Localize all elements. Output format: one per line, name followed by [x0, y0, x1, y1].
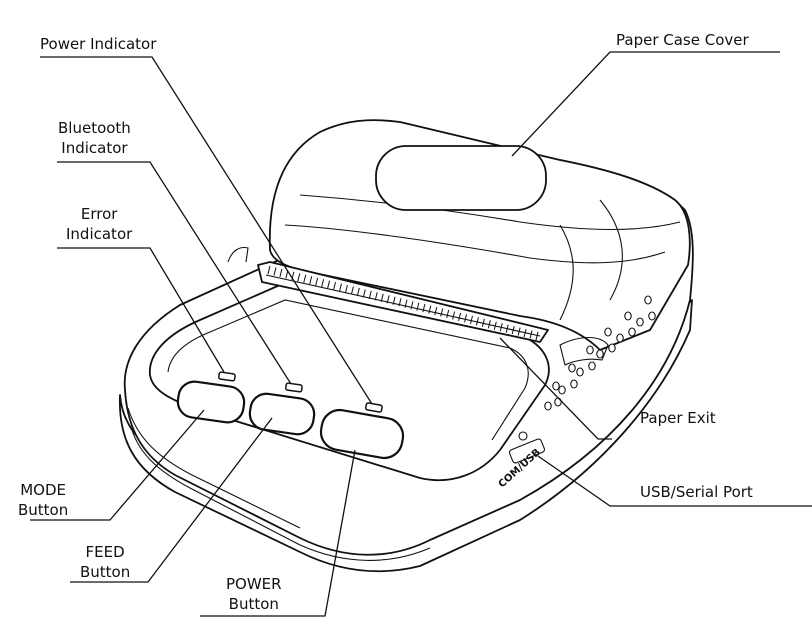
bluetooth-indicator-led [285, 382, 303, 393]
label-bluetooth-line-1: Bluetooth [58, 119, 131, 137]
vent-hole [586, 345, 594, 355]
slot-tooth [481, 318, 485, 327]
label-feed-button: FEED Button [80, 542, 130, 582]
slot-tooth [398, 298, 402, 307]
mode-button-shape[interactable] [176, 380, 246, 425]
side-vent-holes [544, 295, 656, 411]
label-mode-line-1: MODE [20, 481, 67, 499]
slot-tooth [350, 286, 354, 295]
slot-tooth [380, 293, 384, 302]
vent-hole [604, 327, 612, 337]
slot-tooth [428, 305, 432, 314]
label-power-line-2: Button [228, 595, 279, 613]
vent-hole [644, 295, 652, 305]
label-bluetooth-line-2: Indicator [61, 139, 128, 157]
vent-hole [576, 367, 584, 377]
slot-tooth [297, 273, 301, 282]
slot-tooth [273, 267, 277, 276]
slot-tooth [279, 268, 283, 278]
slot-tooth [470, 315, 473, 324]
slot-tooth [434, 306, 438, 316]
vent-hole [648, 311, 656, 321]
label-error-line-1: Error [80, 205, 118, 223]
slot-tooth [344, 284, 348, 294]
label-power-indicator: Power Indicator [40, 35, 157, 53]
label-error-indicator: Error Indicator [66, 204, 132, 244]
slot-tooth [321, 279, 325, 288]
label-mode-line-2: Button [18, 501, 69, 519]
slot-tooth [511, 326, 515, 335]
slot-tooth [338, 283, 342, 292]
vent-hole [624, 311, 632, 321]
vent-hole [558, 385, 566, 395]
slot-tooth [315, 277, 319, 286]
vent-hole [608, 343, 616, 353]
slot-tooth [392, 296, 396, 305]
vent-hole [588, 361, 596, 371]
slot-tooth [404, 299, 408, 308]
slot-tooth [475, 317, 479, 326]
slot-tooth [458, 312, 462, 322]
slot-tooth [416, 302, 420, 311]
vent-hole [552, 381, 560, 391]
vent-hole [570, 379, 578, 389]
label-feed-line-2: Button [80, 563, 131, 581]
vent-hole [596, 349, 604, 359]
error-indicator-led [218, 371, 236, 382]
label-mode-button: MODE Button [18, 480, 68, 520]
slot-tooth [267, 265, 271, 275]
vent-hole [616, 333, 624, 343]
slot-tooth [410, 301, 414, 310]
printer-body [118, 119, 694, 573]
label-bluetooth-indicator: Bluetooth Indicator [58, 118, 131, 158]
slot-tooth [517, 327, 521, 336]
slot-tooth [356, 287, 360, 297]
slot-tooth [327, 280, 331, 289]
slot-tooth [362, 289, 366, 298]
vent-hole [544, 401, 552, 411]
label-power-line-1: POWER [226, 575, 282, 593]
vent-hole [568, 363, 576, 373]
power-button-shape[interactable] [318, 407, 406, 461]
slot-tooth [440, 308, 444, 317]
vent-hole [628, 327, 636, 337]
slot-tooth [505, 324, 509, 333]
label-error-line-2: Indicator [66, 225, 133, 243]
slot-tooth [535, 331, 539, 341]
vent-hole [636, 317, 644, 327]
label-usb-serial-port: USB/Serial Port [640, 483, 753, 501]
slot-tooth [309, 276, 313, 285]
slot-tooth [422, 304, 426, 313]
feed-button-shape[interactable] [248, 392, 316, 437]
slot-tooth [303, 274, 307, 283]
slot-tooth [529, 330, 533, 339]
label-paper-case-cover: Paper Case Cover [616, 31, 749, 49]
slot-tooth [464, 314, 468, 323]
label-paper-exit: Paper Exit [640, 409, 716, 427]
label-feed-line-1: FEED [85, 543, 125, 561]
slot-tooth [499, 323, 503, 332]
slot-tooth [386, 295, 390, 304]
slot-tooth [368, 290, 372, 300]
slot-tooth [493, 321, 497, 330]
slot-tooth [333, 282, 336, 291]
slot-tooth [446, 309, 450, 319]
slot-tooth [487, 320, 491, 329]
slot-tooth [523, 328, 527, 338]
leader-lines [30, 51, 812, 617]
label-power-button: POWER Button [226, 574, 282, 614]
power-indicator-led [364, 402, 383, 413]
slot-tooth [374, 292, 378, 301]
slot-tooth [452, 311, 456, 320]
